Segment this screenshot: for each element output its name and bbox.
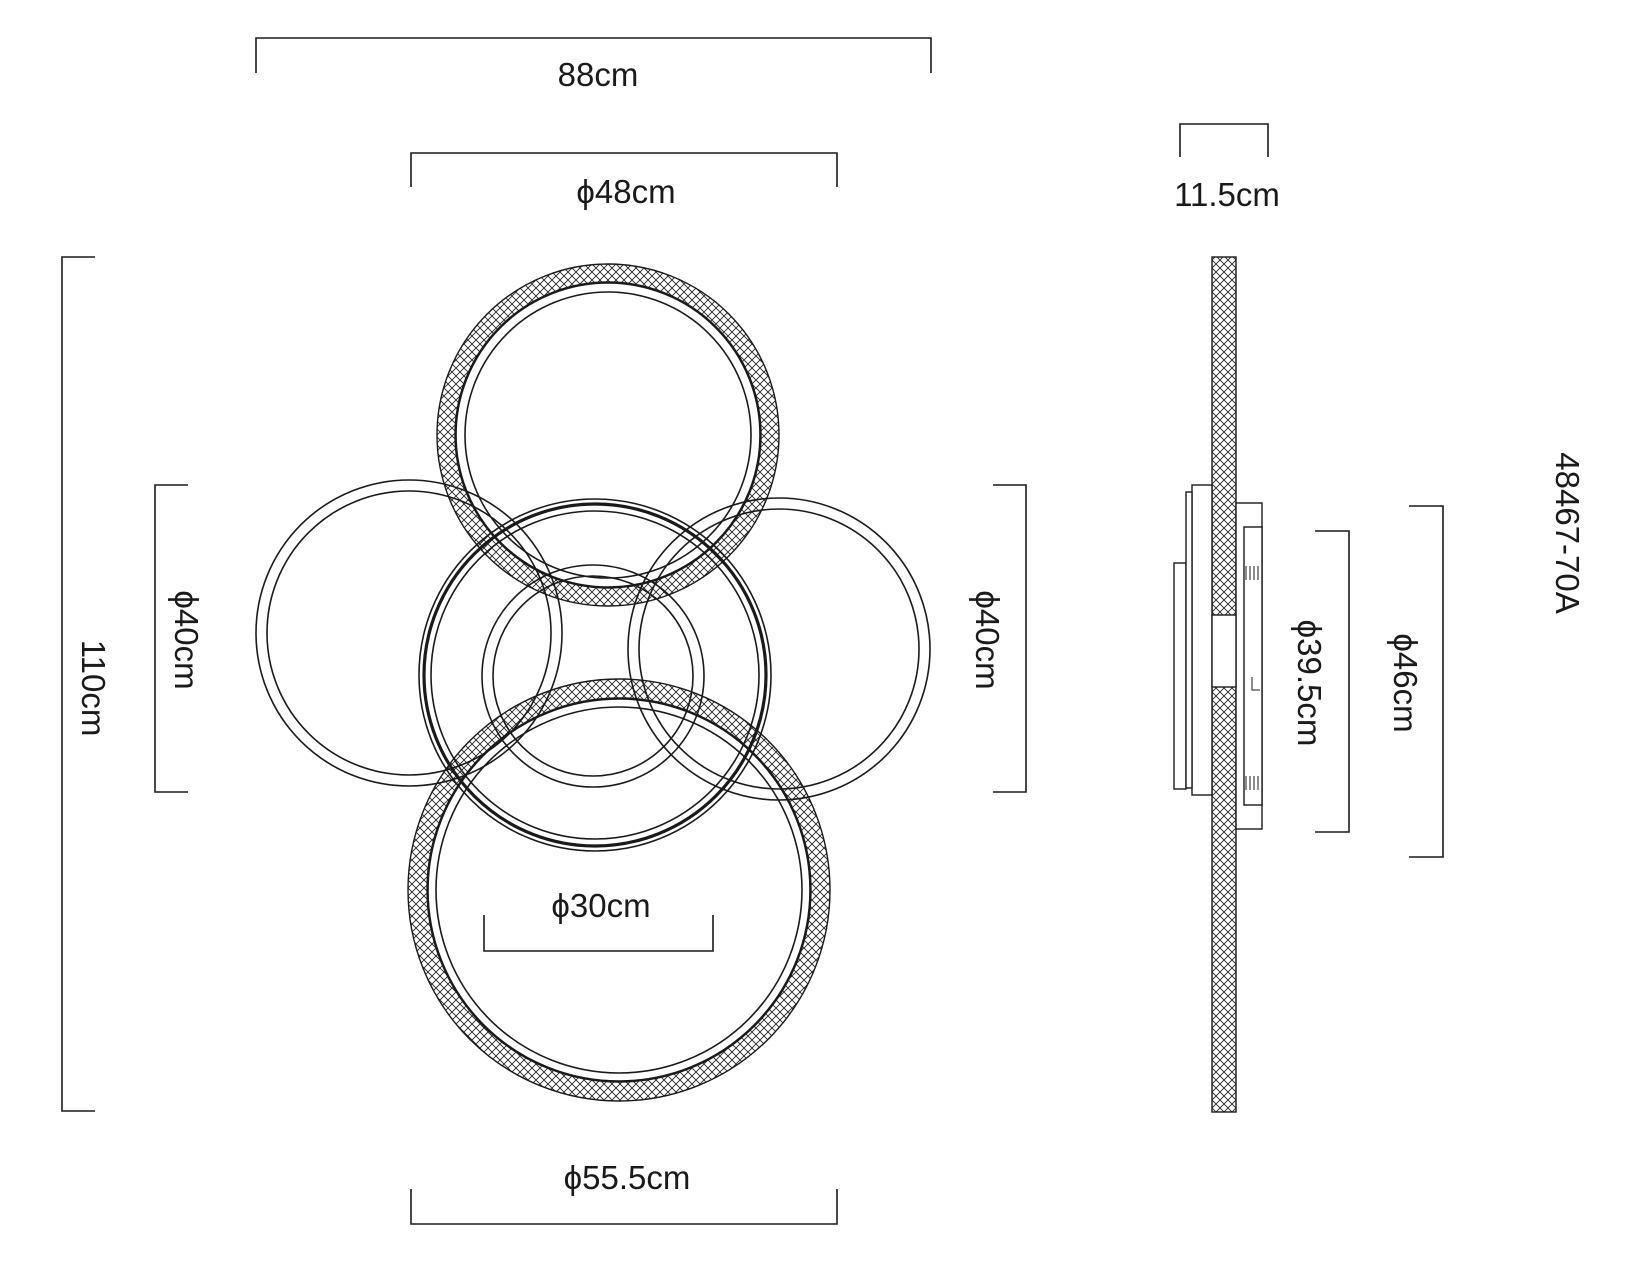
dim-bracket-bottom-ring <box>410 1189 838 1225</box>
mount-clip <box>1211 614 1237 688</box>
center-ring <box>481 564 705 788</box>
label-overall-width: 88cm <box>558 56 639 93</box>
side-view <box>1173 256 1263 1113</box>
label-top-ring-diameter: ϕ48cm <box>576 173 675 210</box>
label-left-ring-diameter: ϕ40cm <box>168 590 205 689</box>
dimension-labels: 88cm ϕ48cm 11.5cm ϕ55.5cm ϕ30cm 110cm ϕ4… <box>75 56 1586 1196</box>
hook <box>1251 677 1260 691</box>
dimension-lines <box>61 37 1444 1225</box>
dim-bracket-overall-height <box>61 256 95 1112</box>
canopy-plate-step <box>1185 491 1193 789</box>
label-center-ring-diameter: ϕ30cm <box>551 887 650 924</box>
right-ring <box>627 497 931 801</box>
label-model-number: 48467-70A <box>1549 452 1586 613</box>
label-canopy-outer-diameter: ϕ46cm <box>1387 633 1424 732</box>
label-overall-height: 110cm <box>75 640 112 737</box>
dim-bracket-right-ring <box>993 484 1027 793</box>
dim-bracket-depth <box>1179 123 1269 157</box>
label-canopy-inner-diameter: ϕ39.5cm <box>1291 620 1328 747</box>
dim-bracket-canopy-outer <box>1409 505 1444 858</box>
dim-bracket-center-ring <box>483 915 714 952</box>
label-right-ring-diameter: ϕ40cm <box>969 590 1006 689</box>
dim-bracket-canopy-inner <box>1315 530 1350 833</box>
connector-bottom <box>1245 776 1259 790</box>
dim-bracket-overall-width <box>255 37 932 73</box>
bottom-crystal-ring <box>407 678 831 1102</box>
canopy-plate-outer <box>1173 562 1187 790</box>
label-bottom-ring-diameter: ϕ55.5cm <box>564 1159 691 1196</box>
label-depth: 11.5cm <box>1174 176 1280 213</box>
front-view <box>255 263 931 1102</box>
middle-ring <box>418 498 772 852</box>
driver-cover <box>1243 526 1263 806</box>
canopy-plate-inner <box>1191 484 1213 796</box>
top-crystal-ring <box>436 263 780 607</box>
left-ring <box>255 479 563 787</box>
dim-bracket-top-ring <box>410 152 838 187</box>
connector-top <box>1245 566 1259 580</box>
dim-bracket-left-ring <box>154 484 188 793</box>
